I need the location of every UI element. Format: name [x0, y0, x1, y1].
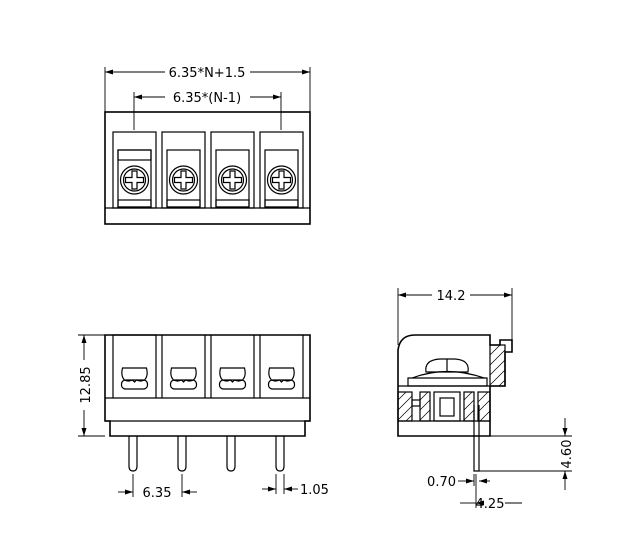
dim-pitch-span: 6.35*(N-1) [133, 91, 282, 130]
front-entry-1 [112, 334, 157, 398]
top-position-2 [161, 131, 206, 209]
front-pins [128, 436, 285, 472]
top-body-outline [104, 111, 311, 225]
screw-icon [119, 165, 150, 195]
dim-pin-length-label: 4.60 [560, 440, 575, 469]
front-entry-2 [161, 335, 206, 398]
dim-pin-thickness: 0.70 [427, 474, 490, 490]
dim-pin-width-label: 1.05 [300, 483, 329, 498]
dim-pin-thickness-label: 0.70 [427, 475, 456, 490]
screw-icon [266, 165, 297, 195]
side-clamp [407, 358, 488, 387]
dim-height-label: 12.85 [79, 366, 94, 403]
dim-overall-width: 6.35*N+1.5 [104, 66, 311, 112]
dim-depth: 14.2 [397, 288, 513, 345]
dim-pin-width: 1.05 [262, 474, 329, 498]
clamp-icon [169, 367, 198, 390]
dim-pitch: 6.35 [118, 474, 197, 501]
side-hatched-wall [489, 344, 506, 387]
dim-pin-length: 4.60 [479, 418, 575, 490]
front-entry-3 [210, 335, 255, 398]
side-lower-section [397, 391, 491, 422]
clamp-icon [218, 367, 247, 390]
dim-height: 12.85 [78, 334, 105, 437]
screw-icon [217, 165, 248, 195]
dim-pitch-span-label: 6.35*(N-1) [173, 91, 241, 106]
dim-overall-width-label: 6.35*N+1.5 [169, 66, 246, 81]
dim-pitch-label: 6.35 [143, 486, 172, 501]
dim-pin-offset: 4.25 [460, 474, 522, 512]
top-position-3 [210, 131, 255, 209]
top-position-4 [259, 131, 304, 209]
top-view: 6.35*N+1.5 6.35*(N-1) [104, 66, 311, 225]
side-view: 14.2 [397, 288, 575, 512]
side-pin [473, 405, 480, 472]
front-view: 12.85 [78, 334, 329, 501]
top-position-1 [112, 131, 157, 209]
dim-pin-offset-label: 4.25 [476, 497, 505, 512]
clamp-icon [120, 367, 149, 390]
front-entry-4 [259, 335, 304, 398]
clamp-icon [267, 367, 296, 390]
screw-icon [168, 165, 199, 195]
dim-depth-label: 14.2 [437, 289, 466, 304]
